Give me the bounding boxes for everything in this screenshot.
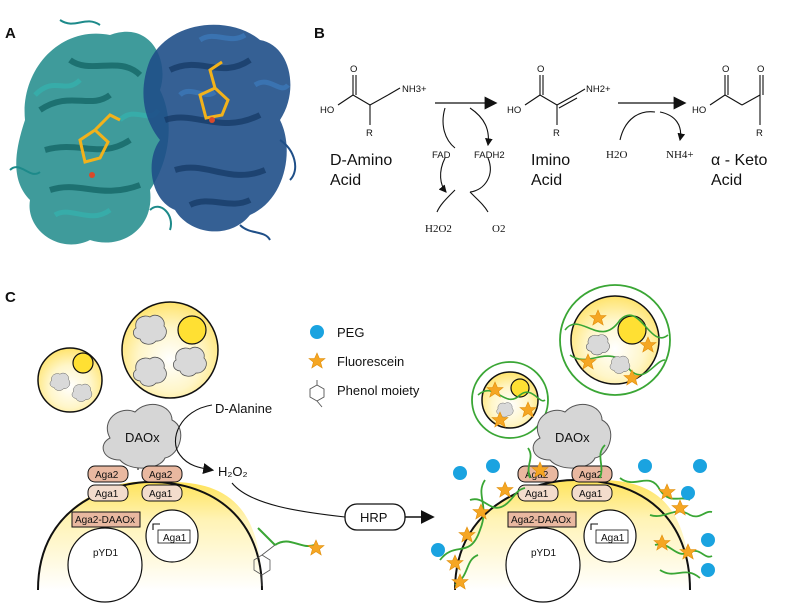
imino-oh-label: HO <box>507 105 521 116</box>
h2o-in-arrow <box>619 111 656 141</box>
daox-label-right: DAOx <box>555 430 590 445</box>
protein-structure-image <box>9 19 297 245</box>
legend-fluorescein-label: Fluorescein <box>337 354 404 369</box>
legend-peg-label: PEG <box>337 325 364 340</box>
peg-dots-right-cell <box>431 459 715 577</box>
legend-phenol-marker <box>309 380 325 408</box>
aga2-daaox-label-left: Aga2-DAAOx <box>75 515 135 526</box>
fad-ligand-blue <box>198 60 230 123</box>
aga1-label-left-1: Aga1 <box>95 489 119 500</box>
d-amino-label-line1: D-Amino <box>330 152 392 169</box>
vesicle-small-right <box>471 361 549 439</box>
aga-tags-left: Aga2 Aga1 Aga2 Aga1 <box>87 465 183 502</box>
legend-peg-marker <box>310 325 324 339</box>
protein-monomer-teal <box>9 19 172 245</box>
promoter-arrow-right <box>590 523 598 530</box>
keto-o2-label: O <box>757 64 764 75</box>
panel-label-a: A <box>5 25 16 42</box>
aga2-daaox-box-right <box>507 511 577 528</box>
nh4-out-arrow <box>659 111 686 142</box>
pyd1-plasmid-left <box>67 527 143 603</box>
d-alanine-arrow <box>175 404 215 474</box>
h2o2-label-scheme: H₂O₂ <box>218 464 248 479</box>
imino-label-line2: Acid <box>531 172 562 189</box>
keto-o1-label: O <box>722 64 729 75</box>
aga1-label-left-2: Aga1 <box>149 489 173 500</box>
aga2-daaox-label-right: Aga2-DAAOx <box>511 515 571 526</box>
nh4-label: NH4+ <box>666 149 694 161</box>
daox-enzyme-left: DAOx <box>102 403 182 469</box>
fad-redox-cycle <box>436 107 493 213</box>
vesicle-small-left <box>37 347 103 413</box>
imino-label-line1: Imino <box>531 152 570 169</box>
panel-label-b: B <box>314 25 325 42</box>
aga1-gene-label-right: Aga1 <box>601 533 625 544</box>
aga2-daaox-box-left <box>71 511 141 528</box>
legend-phenol-label: Phenol moiety <box>337 383 420 398</box>
d-amino-acid-structure: O HO NH3+ R <box>320 64 427 139</box>
aga1-label-right-2: Aga1 <box>579 489 603 500</box>
aga1-gene-box-right <box>595 529 629 544</box>
daox-enzyme-right: DAOx <box>532 403 612 469</box>
keto-acid-structure: O O HO R <box>692 64 764 139</box>
aga2-label-left-2: Aga2 <box>149 470 173 481</box>
vesicle-large-left <box>121 301 219 399</box>
hrp-label: HRP <box>360 510 387 525</box>
h2o2-to-hrp-line <box>231 482 346 518</box>
aga1-gene-label-left: Aga1 <box>163 533 187 544</box>
d-amino-oh-label: HO <box>320 105 334 116</box>
imino-acid-structure: O HO NH2+ R <box>507 64 611 139</box>
imino-r-label: R <box>553 128 560 139</box>
d-alanine-label: D-Alanine <box>215 401 272 416</box>
pyd1-label-left: pYD1 <box>93 548 118 559</box>
keto-label-line1: α - Keto <box>711 152 767 169</box>
pyd1-label-right: pYD1 <box>531 548 556 559</box>
daox-label-left: DAOx <box>125 430 160 445</box>
keto-label-line2: Acid <box>711 172 742 189</box>
d-amino-label-line2: Acid <box>330 172 361 189</box>
fadh2-label: FADH2 <box>474 150 505 161</box>
h2o-label: H2O <box>606 149 627 161</box>
pyd1-plasmid-right <box>505 527 581 603</box>
d-amino-r-label: R <box>366 128 373 139</box>
aga2-label-left-1: Aga2 <box>95 470 119 481</box>
imino-nh2-label: NH2+ <box>586 84 611 95</box>
fad-label: FAD <box>432 150 451 161</box>
imino-o-label: O <box>537 64 544 75</box>
keto-r-label: R <box>756 128 763 139</box>
protein-monomer-blue <box>143 24 297 241</box>
fad-ligand-teal <box>78 113 121 178</box>
panel-label-c: C <box>5 289 16 306</box>
phenol-peg-fluorescein-conjugate <box>253 527 325 586</box>
d-amino-nh3-label: NH3+ <box>402 84 427 95</box>
aga2-label-right-2: Aga2 <box>579 470 603 481</box>
vesicle-large-right <box>559 284 671 396</box>
o2-label: O2 <box>492 223 505 235</box>
legend: PEG Fluorescein Phenol moiety <box>308 325 420 408</box>
legend-fluorescein-marker <box>308 352 326 369</box>
h2o2-product-label: H2O2 <box>425 223 452 235</box>
keto-oh-label: HO <box>692 105 706 116</box>
promoter-arrow-left <box>152 523 160 530</box>
d-amino-o-label: O <box>350 64 357 75</box>
aga1-gene-box-left <box>157 529 191 544</box>
aga1-label-right-1: Aga1 <box>525 489 549 500</box>
